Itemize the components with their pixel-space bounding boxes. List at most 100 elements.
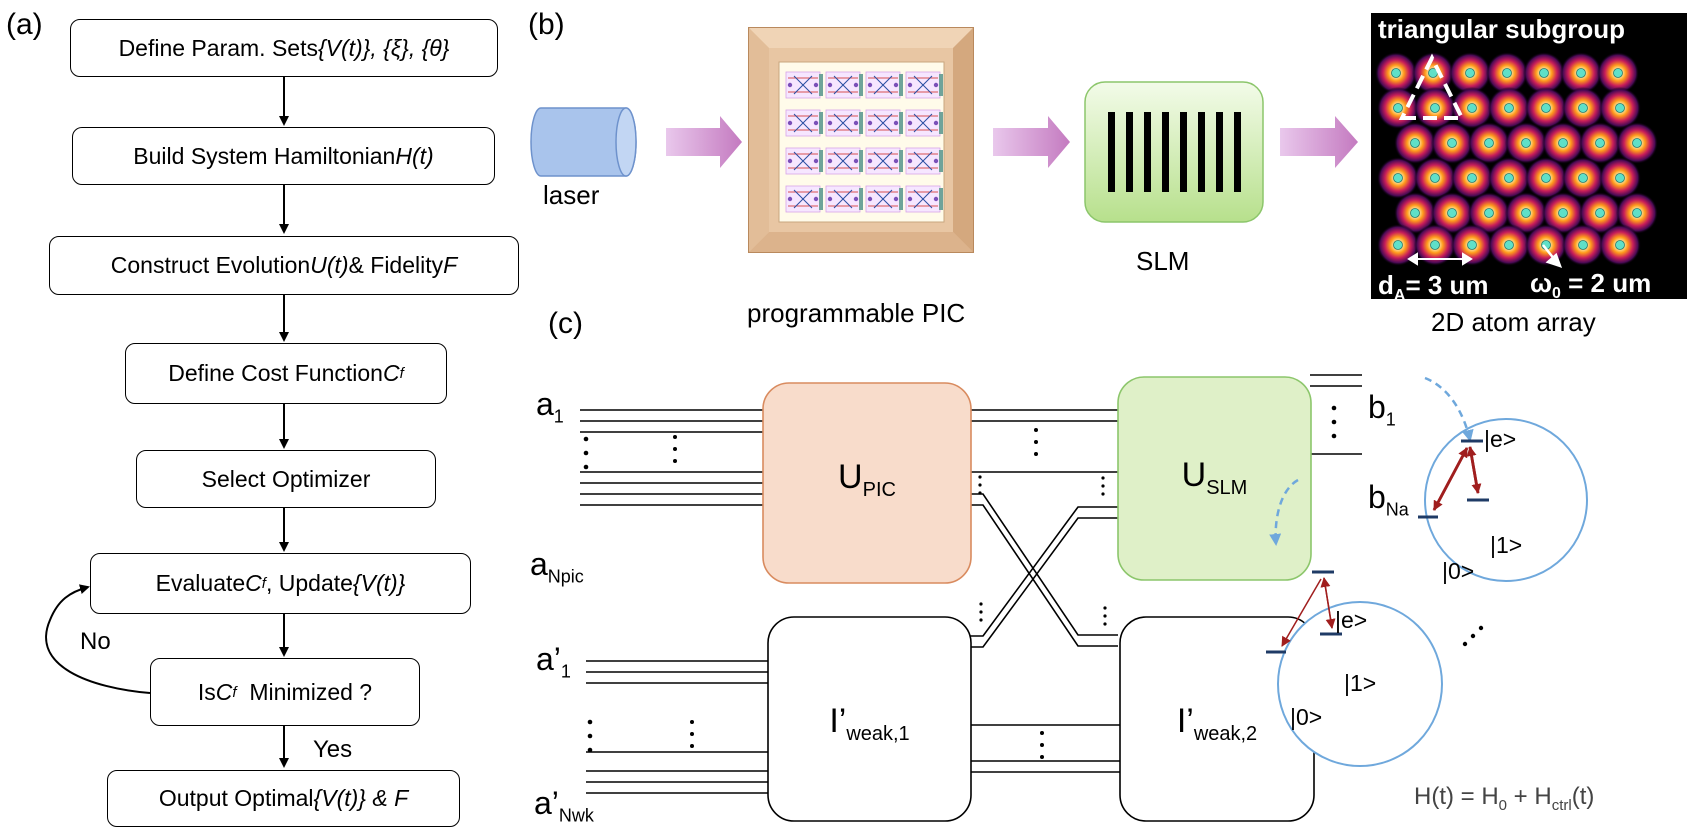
ellipsis-dots xyxy=(583,405,1484,759)
iweak1-main: I’ xyxy=(829,702,847,740)
atom-spot xyxy=(1391,68,1401,78)
step-3-text: Construct Evolution xyxy=(110,252,311,278)
step-5-text: Select Optimizer xyxy=(201,465,371,492)
output-b1-sub: 1 xyxy=(1385,409,1396,430)
transitions-1 xyxy=(1432,446,1482,511)
step-2-math: H(t) xyxy=(395,142,434,169)
waist-sub: 0 xyxy=(1551,285,1561,303)
step-7-text2: Minimized ? xyxy=(236,678,373,705)
step-output-optimal[interactable]: Output Optimal {V(t)} & F xyxy=(107,770,460,827)
atom-spot xyxy=(1595,138,1605,148)
atom-spot xyxy=(1393,240,1403,250)
spacing-sub: A xyxy=(1393,287,1406,305)
input-apnwk-main: a’ xyxy=(534,785,559,821)
step-define-params[interactable]: Define Param. Sets {V(t)}, {ξ}, {θ} xyxy=(70,19,498,77)
beam-arrow-2 xyxy=(993,116,1070,168)
output-b1: b1 xyxy=(1368,389,1396,430)
dashed-arrow-2 xyxy=(1269,478,1299,546)
triangle-subgroup-marker xyxy=(1398,53,1466,120)
beam-arrow-3 xyxy=(1280,116,1358,168)
waist-label: ω0 = 2 um xyxy=(1530,268,1651,303)
output-bna: bNa xyxy=(1368,479,1409,520)
level-0-2: |0> xyxy=(1290,704,1323,730)
step-build-hamiltonian[interactable]: Build System Hamiltonian H(t) xyxy=(72,127,495,185)
ham-mid: + H xyxy=(1507,783,1552,810)
circuit-diagram xyxy=(580,374,1588,822)
slm-label: SLM xyxy=(1136,246,1190,276)
step-4-text: Define Cost Function xyxy=(168,360,383,386)
ham-sub0: 0 xyxy=(1498,796,1508,814)
atom-spot xyxy=(1613,68,1623,78)
step-6-text2: , Update xyxy=(265,570,353,596)
input-apnwk-sub: Nwk xyxy=(558,805,594,826)
levels-2 xyxy=(1266,570,1342,654)
step-8-text: Output Optimal xyxy=(158,785,314,811)
input-ap1-sub: 1 xyxy=(560,661,571,682)
step-7-sub: f xyxy=(232,683,237,701)
atom-spot xyxy=(1578,240,1588,250)
pic-cell xyxy=(905,109,943,137)
atom-spot xyxy=(1504,103,1514,113)
setup-diagram xyxy=(530,13,1687,299)
atom-spot xyxy=(1393,173,1403,183)
spacing-label: dA= 3 um xyxy=(1378,270,1489,305)
atom-spot xyxy=(1541,173,1551,183)
pic-cell xyxy=(905,185,943,213)
input-a1-main: a xyxy=(536,386,554,422)
yes-label: Yes xyxy=(313,736,353,763)
upic-block xyxy=(762,382,972,584)
dashed-arrow-1 xyxy=(1424,376,1474,442)
pic-cell xyxy=(825,109,863,137)
step-construct-evolution[interactable]: Construct Evolution U(t) & Fidelity F xyxy=(49,236,519,295)
atom-spot xyxy=(1410,208,1420,218)
step-1-math: {V(t)}, {ξ}, {θ} xyxy=(317,34,450,61)
step-7-text: Is xyxy=(197,678,216,705)
pic-cell xyxy=(865,109,903,137)
atom-spot xyxy=(1539,68,1549,78)
atom-spot xyxy=(1615,103,1625,113)
atom-spot xyxy=(1484,208,1494,218)
pic-cell xyxy=(785,147,823,175)
pic-cell xyxy=(865,185,903,213)
level-0-1: |0> xyxy=(1442,558,1475,584)
step-6-math: C xyxy=(245,570,262,596)
iweak1-sub: weak,1 xyxy=(846,722,910,745)
atom-spot xyxy=(1615,173,1625,183)
input-anpic-sub: Npic xyxy=(547,566,584,587)
output-b1-main: b xyxy=(1368,389,1386,425)
step-3-math2: F xyxy=(443,252,458,278)
flowchart-arrows xyxy=(45,77,289,768)
pic-cell xyxy=(825,71,863,99)
atom-spot xyxy=(1595,208,1605,218)
step-6-sub: f xyxy=(261,575,266,592)
step-4-math: C xyxy=(382,360,400,386)
step-select-optimizer[interactable]: Select Optimizer xyxy=(136,450,436,508)
spacing-symbol: d xyxy=(1378,270,1394,300)
levels-1 xyxy=(1418,439,1489,519)
input-ap1: a’1 xyxy=(536,641,571,682)
iweak2-sub: weak,2 xyxy=(1193,722,1258,745)
input-a1: a1 xyxy=(536,386,564,427)
atom-spot xyxy=(1467,240,1477,250)
atom-array-image xyxy=(1371,13,1687,299)
waist-value: = 2 um xyxy=(1560,268,1652,298)
input-a1-sub: 1 xyxy=(553,406,564,427)
panel-label-b: (b) xyxy=(528,8,565,41)
output-bna-main: b xyxy=(1368,479,1386,515)
pic-cell xyxy=(785,71,823,99)
step-1-text: Define Param. Sets xyxy=(118,34,318,61)
step-2-text: Build System Hamiltonian xyxy=(133,142,396,169)
atom-spot xyxy=(1578,103,1588,113)
cross-lines xyxy=(970,493,1118,648)
panel-label-c: (c) xyxy=(548,307,583,340)
level-e-1: |e> xyxy=(1484,426,1517,452)
pic-cell xyxy=(825,147,863,175)
level-e-2: |e> xyxy=(1335,607,1368,633)
step-8-math: {V(t)} & F xyxy=(313,785,409,811)
atom-level-circle-1 xyxy=(1424,418,1588,582)
pic-to-slm-lines xyxy=(970,409,1118,473)
upic-label: UPIC xyxy=(763,458,971,502)
